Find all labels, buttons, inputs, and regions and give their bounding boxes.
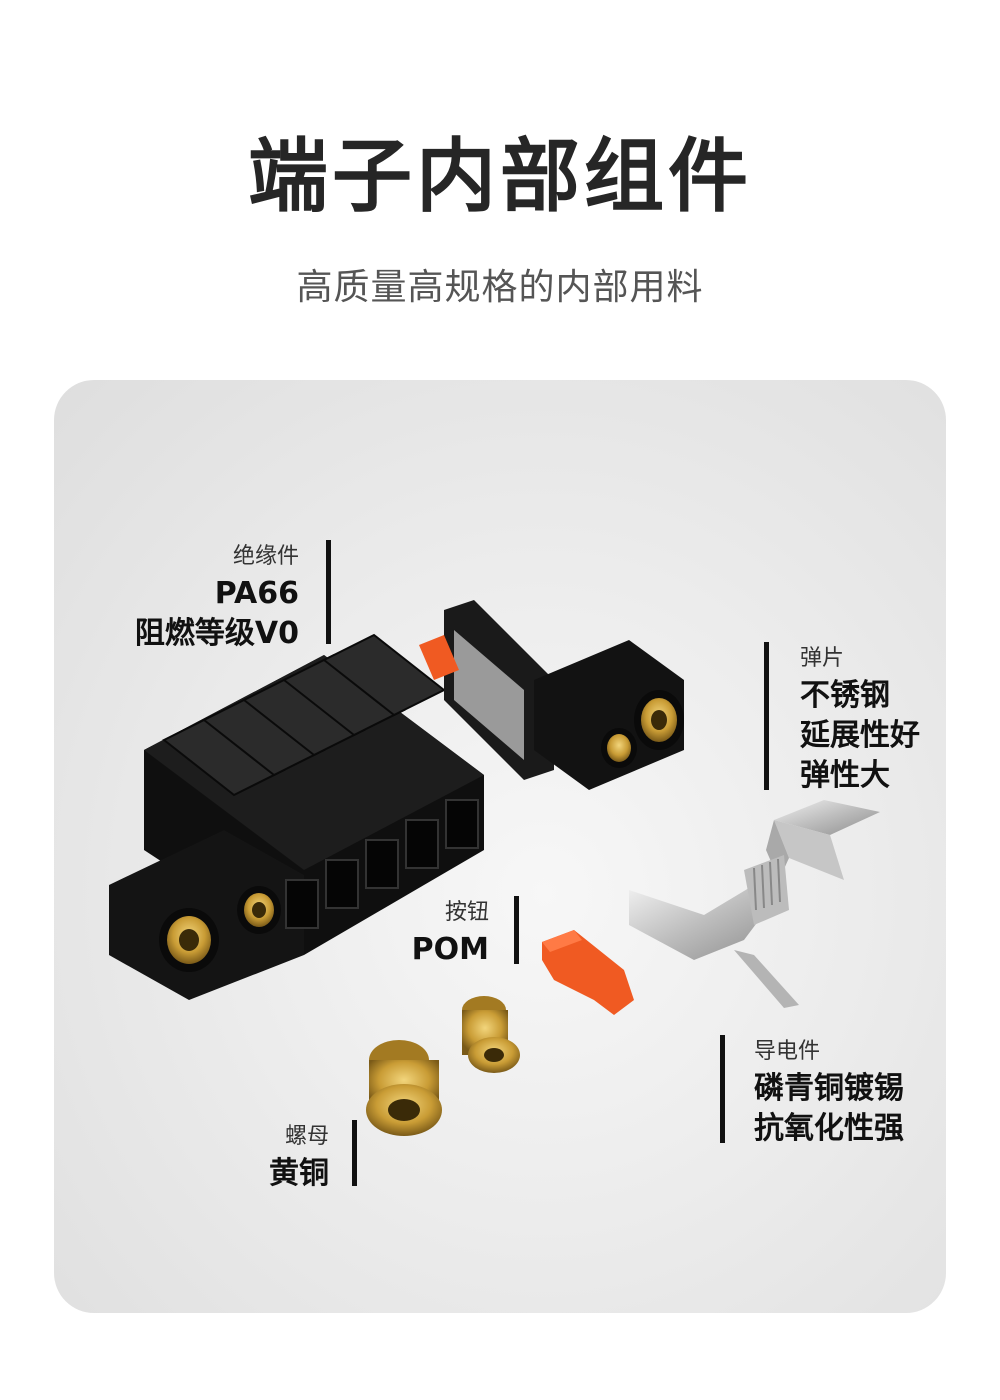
callout-conductor-name: 导电件 — [754, 1039, 821, 1064]
callout-button-bar — [514, 896, 519, 964]
callout-spring: 弹片 不锈钢 延展性好 弹性大 — [764, 642, 940, 796]
exploded-product-illustration — [109, 600, 880, 1136]
callout-insulator-line-1: PA66 — [214, 576, 299, 611]
conductor-part — [629, 855, 799, 1008]
product-panel: 绝缘件 PA66 阻燃等级V0 弹片 不锈钢 延展性好 弹性大 按钮 POM 导… — [54, 380, 946, 1313]
callout-nut-line-1: 黄铜 — [269, 1156, 329, 1191]
orange-button-part — [542, 930, 634, 1015]
callout-insulator-line-2: 阻燃等级V0 — [134, 616, 299, 651]
callout-spring-line-3: 弹性大 — [800, 758, 890, 793]
page-subtitle: 高质量高规格的内部用料 — [296, 267, 704, 308]
callout-conductor: 导电件 磷青铜镀锡 抗氧化性强 — [720, 1035, 934, 1149]
connector-end-piece — [419, 600, 684, 790]
callout-button: 按钮 POM — [384, 896, 519, 970]
connector-housing — [109, 633, 484, 1000]
callout-button-name: 按钮 — [444, 900, 489, 925]
callout-button-line-1: POM — [411, 932, 489, 967]
callout-insulator-bar — [326, 540, 331, 644]
callout-nut-name: 螺母 — [284, 1124, 329, 1149]
callout-conductor-line-1: 磷青铜镀锡 — [754, 1071, 904, 1106]
brass-nuts — [366, 996, 520, 1136]
callout-spring-line-2: 延展性好 — [800, 718, 920, 753]
callout-spring-bar — [764, 642, 769, 790]
callout-spring-name: 弹片 — [800, 646, 845, 671]
page-title: 端子内部组件 — [248, 130, 752, 223]
callout-nut: 螺母 黄铜 — [234, 1120, 357, 1194]
callout-conductor-line-2: 抗氧化性强 — [754, 1111, 904, 1146]
callout-nut-bar — [352, 1120, 357, 1186]
callout-spring-line-1: 不锈钢 — [800, 678, 890, 713]
callout-insulator-name: 绝缘件 — [232, 544, 299, 569]
callout-insulator: 绝缘件 PA66 阻燃等级V0 — [114, 540, 331, 654]
callout-conductor-bar — [720, 1035, 725, 1143]
